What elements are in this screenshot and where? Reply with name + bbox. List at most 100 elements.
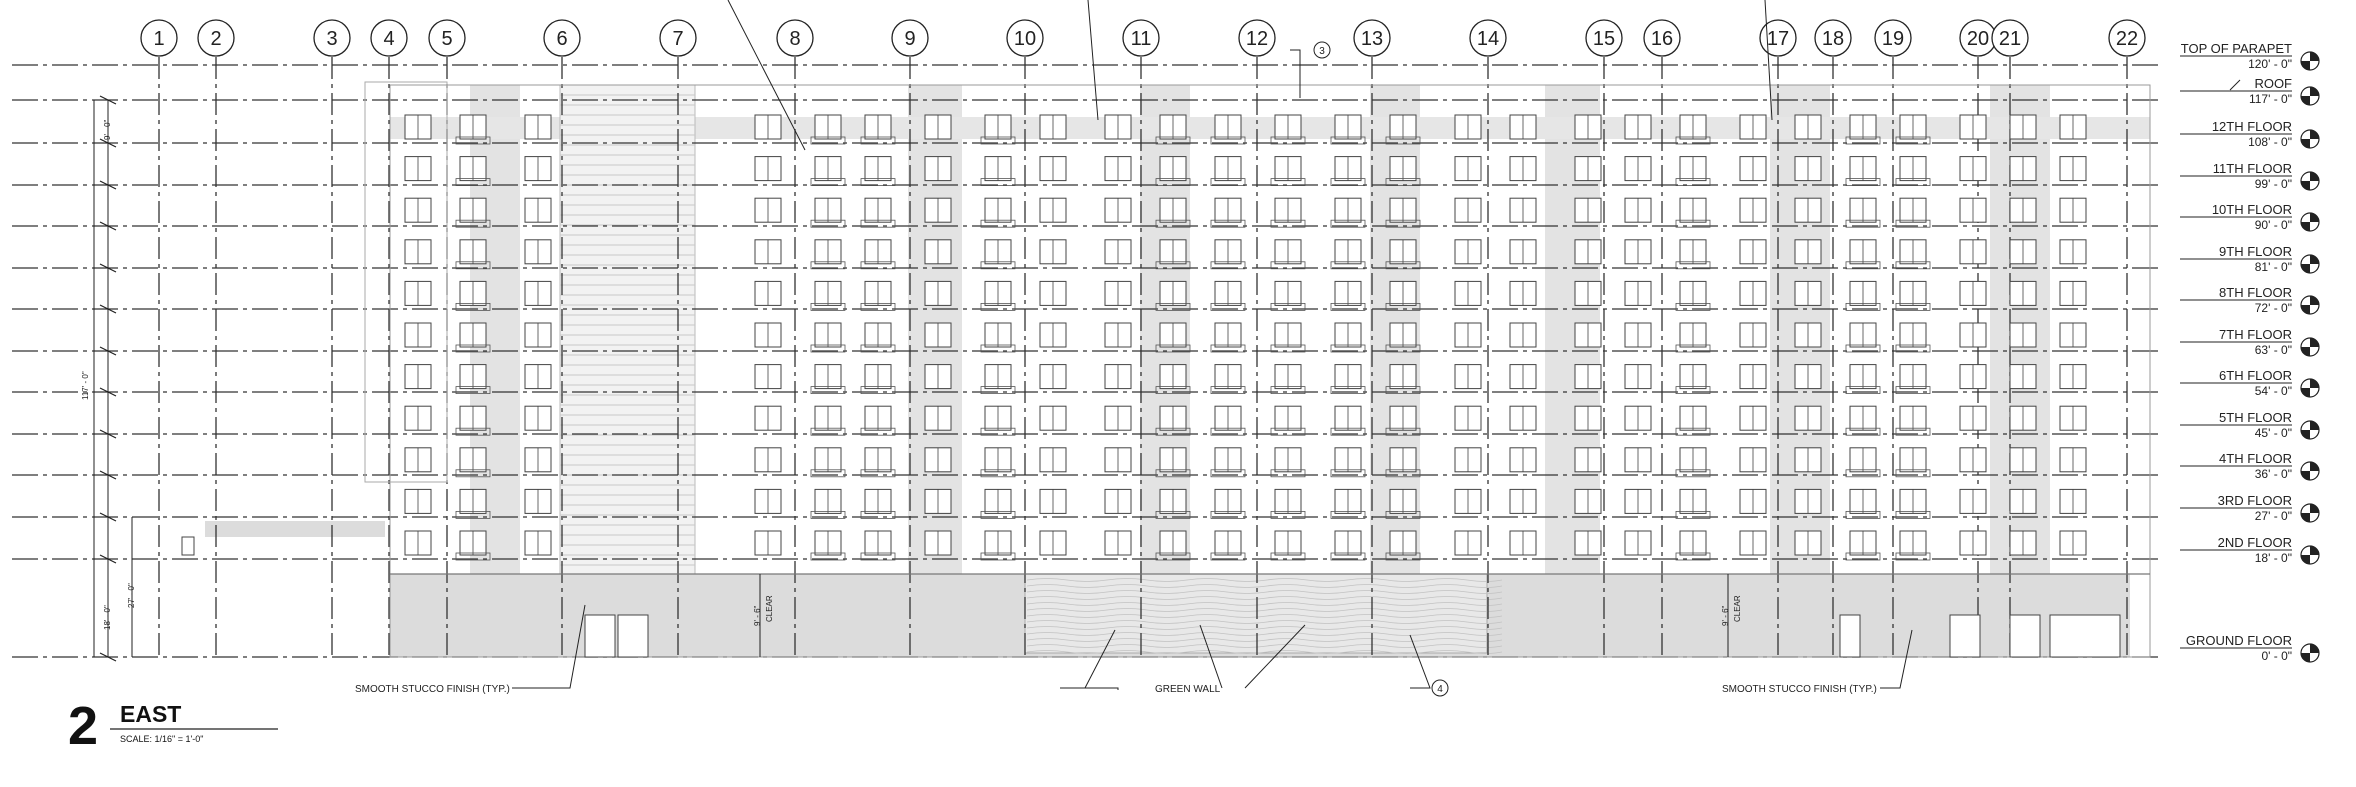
grid-label: 5 [441,28,452,50]
grid-bubble [1874,19,1912,57]
grid-bubble [1238,19,1276,57]
typical-floor-dimension: 9' - 0" [103,119,112,140]
balcony-rail [1210,510,1246,519]
balcony-rail [1330,552,1366,561]
grid-label: 14 [1477,28,1499,50]
balcony-rail [1270,552,1306,561]
balcony-rail [1385,261,1421,270]
balcony-rail [455,510,491,519]
level-name: 3RD FLOOR [2218,493,2292,508]
grid-label: 19 [1882,28,1904,50]
level-elevation: 18' - 0" [2255,551,2292,565]
balcony-rail [1895,261,1931,270]
balcony-rail [1675,469,1711,478]
balcony-rail [1270,510,1306,519]
balcony-rail [1330,136,1366,145]
grid-label: 6 [556,28,567,50]
level-elevation: 117' - 0" [2249,92,2292,106]
balcony-rail [1330,219,1366,228]
level-name: 4TH FLOOR [2219,451,2292,466]
balcony-rail [1895,552,1931,561]
level-elevation: 45' - 0" [2255,426,2292,440]
balcony-rail [455,344,491,353]
grid-bubble [543,19,581,57]
grid-bubble [659,19,697,57]
level-name: TOP OF PARAPET [2181,41,2292,56]
grid-label: 10 [1014,28,1036,50]
balcony-rail [1385,552,1421,561]
balcony-rail [860,261,896,270]
balcony-rail [455,219,491,228]
balcony-rail [1210,136,1246,145]
balcony-rail [455,469,491,478]
grid-label: 21 [1999,28,2021,50]
balcony-rail [1845,344,1881,353]
balcony-rail [1845,510,1881,519]
keynote-3-tag: 3 [1313,41,1331,59]
balcony-rail [1385,386,1421,395]
total-height-dimension: 117' - 0" [81,371,90,400]
level-name: ROOF [2254,76,2292,91]
balcony-rail [1845,469,1881,478]
balcony-rail [1675,178,1711,187]
balcony-rail [860,136,896,145]
grid-label: 8 [789,28,800,50]
balcony-rail [455,261,491,270]
balcony-rail [1270,261,1306,270]
balcony-rail [1675,136,1711,145]
balcony-rail [1895,386,1931,395]
grid-bubble [1585,19,1623,57]
balcony-rail [1270,178,1306,187]
balcony-rail [1675,386,1711,395]
stair-tower [559,84,696,575]
level-name: 8TH FLOOR [2219,285,2292,300]
grid-bubble [1006,19,1044,57]
keynote-4-tag: 4 [1431,679,1449,697]
balcony-rail [1330,344,1366,353]
balcony-rail [1895,219,1931,228]
balcony-rail [980,178,1016,187]
balcony-rail [1330,261,1366,270]
balcony-rail [455,427,491,436]
grid-label: 17 [1767,28,1789,50]
level-elevation: 120' - 0" [2248,57,2292,71]
balcony-rail [1385,136,1421,145]
balcony-rail [1895,344,1931,353]
balcony-rail [1845,427,1881,436]
balcony-rail [1330,510,1366,519]
level-elevation: 36' - 0" [2255,467,2292,481]
grid-label: 11 [1131,28,1152,50]
level-name: 12TH FLOOR [2212,119,2292,134]
balcony-rail [1675,510,1711,519]
balcony-rail [1675,302,1711,311]
balcony-rail [1385,302,1421,311]
grid-label: 9 [904,28,915,50]
level-name: GROUND FLOOR [2186,633,2292,648]
level-name: 7TH FLOOR [2219,327,2292,342]
grid-lines [158,57,2128,657]
level-elevation: 54' - 0" [2255,384,2292,398]
balcony-rail [1155,386,1191,395]
balcony-rail [810,386,846,395]
view-name: EAST [120,701,181,727]
clear-height-dimension-left: 9' - 6" [753,605,762,626]
balcony-rail [1895,469,1931,478]
balcony-rail [810,136,846,145]
balcony-rail [860,427,896,436]
balcony-rail [1895,510,1931,519]
balcony-rail [1330,427,1366,436]
balcony-rail [1675,261,1711,270]
grid-bubble [1991,19,2029,57]
balcony-rail [455,136,491,145]
balcony-rail [1210,386,1246,395]
grid-label: 2 [210,28,221,50]
balcony-rail [1210,552,1246,561]
ground-floor-dimension: 18' - 0" [103,605,112,630]
balcony-rail [1385,427,1421,436]
level-lines [12,64,2158,658]
clear-height-dimension-right: 9' - 6" [1721,605,1730,626]
level-elevation: 0' - 0" [2261,649,2292,663]
svg-text:3: 3 [1319,46,1325,57]
